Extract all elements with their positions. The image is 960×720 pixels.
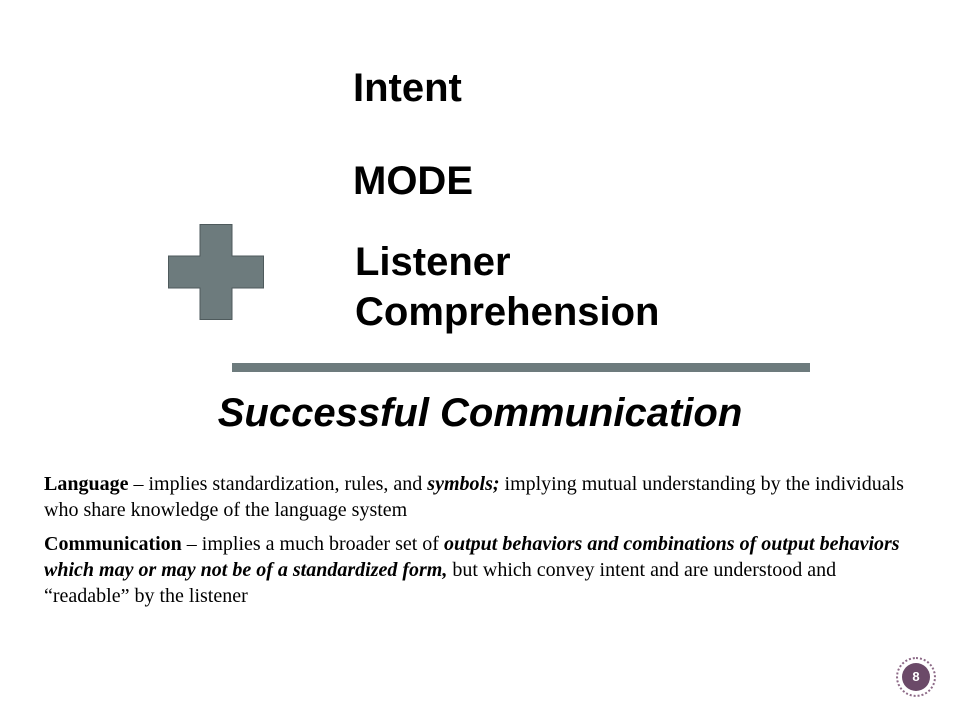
sum-divider-line xyxy=(232,363,810,372)
definition-emphasis: output behaviors and combinations of out… xyxy=(44,533,900,581)
page-number-badge: 8 xyxy=(896,657,936,697)
plus-icon xyxy=(168,224,264,320)
heading-intent: Intent xyxy=(353,66,462,110)
definition-text: – implies a much broader set of xyxy=(181,533,444,555)
definition-text: but which convey intent and are understo… xyxy=(44,559,837,607)
definition-term-language: Language xyxy=(44,473,129,495)
definition-text: implying mutual understanding by the ind… xyxy=(44,473,904,521)
definition-language: Language – implies standardization, rule… xyxy=(44,471,924,523)
badge-ring xyxy=(896,657,936,697)
heading-listener-comprehension: Listener Comprehension xyxy=(355,240,660,334)
definition-text: – implies standardization, rules, and xyxy=(128,473,428,495)
definition-communication: Communication – implies a much broader s… xyxy=(44,531,924,609)
definition-emphasis: symbols; xyxy=(427,473,500,495)
page-number: 8 xyxy=(902,663,930,691)
definition-term-communication: Communication xyxy=(44,533,182,555)
definitions: Language – implies standardization, rule… xyxy=(44,471,924,617)
heading-successful-communication: Successful Communication xyxy=(217,391,743,435)
heading-mode: MODE xyxy=(353,159,473,203)
